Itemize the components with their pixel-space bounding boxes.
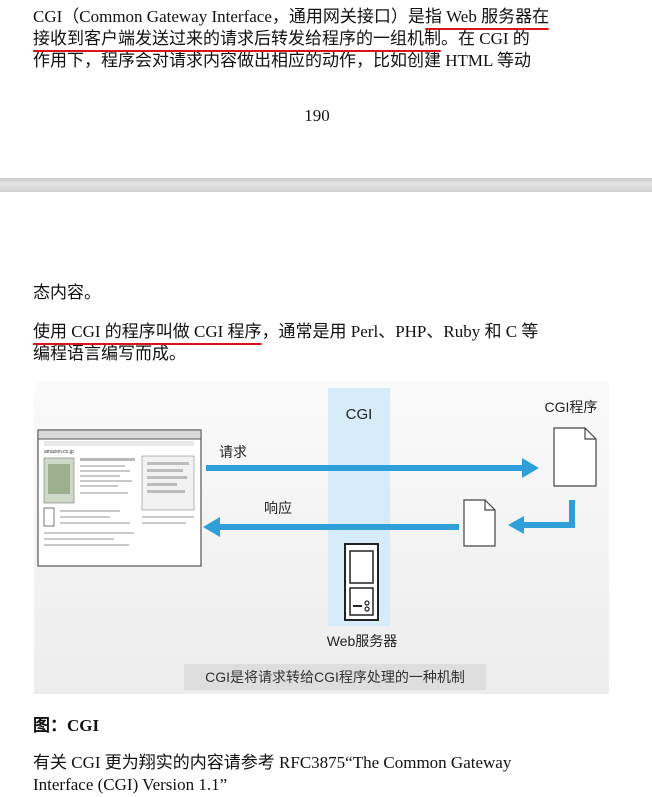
figure-banner: CGI是将请求转给CGI程序处理的一种机制 bbox=[205, 669, 465, 685]
highlighted-phrase: 指 Web 服务器在 bbox=[424, 7, 550, 26]
highlighted-phrase: 使用 CGI 的程序叫做 CGI 程序 bbox=[33, 322, 262, 341]
response-document-icon bbox=[463, 499, 496, 547]
response-arrow bbox=[219, 524, 459, 530]
web-server-label: Web服务器 bbox=[327, 633, 398, 649]
return-arrow bbox=[522, 500, 575, 528]
text-span: 有关 CGI 更为翔实的内容请参考 RFC3875“The Common Gat… bbox=[33, 753, 512, 772]
figure-banner-box bbox=[184, 664, 486, 690]
figure-caption: 图：CGI bbox=[33, 716, 100, 735]
request-arrow bbox=[206, 465, 524, 471]
reference-paragraph: 有关 CGI 更为翔实的内容请参考 RFC3875“The Common Gat… bbox=[33, 752, 608, 796]
web-server-icon bbox=[344, 543, 379, 621]
return-arrow-head bbox=[508, 516, 524, 534]
text-span: 。在 CGI 的 bbox=[441, 29, 530, 48]
continued-text: 态内容。 bbox=[33, 283, 101, 302]
highlighted-phrase: 接收到客户端发送过来的请求后转发给程序的一组机制 bbox=[33, 29, 441, 48]
request-arrow-head bbox=[522, 458, 539, 478]
cgi-program-label: CGI程序 bbox=[545, 399, 598, 415]
cgi-diagram: CGI amazon.co.jp bbox=[34, 382, 609, 694]
text-span: CGI（Common Gateway Interface，通用网关接口）是 bbox=[33, 7, 425, 26]
paragraph-cgi-definition: CGI（Common Gateway Interface，通用网关接口）是指 W… bbox=[33, 6, 608, 72]
response-arrow-head bbox=[203, 517, 220, 537]
svg-text:amazon.co.jp: amazon.co.jp bbox=[44, 449, 74, 455]
text-span: ，通常是用 Perl、PHP、Ruby 和 C 等 bbox=[261, 322, 539, 341]
text-span: 作用下，程序会对请求内容做出相应的动作，比如创建 HTML 等动 bbox=[33, 51, 532, 70]
browser-window-icon: amazon.co.jp bbox=[37, 429, 202, 567]
page-number: 190 bbox=[304, 106, 330, 125]
text-span: 编程语言编写而成。 bbox=[33, 344, 186, 363]
cgi-program-document-icon bbox=[553, 427, 597, 487]
cgi-column-label: CGI bbox=[346, 406, 373, 423]
response-label: 响应 bbox=[264, 500, 292, 516]
request-label: 请求 bbox=[219, 444, 247, 460]
page-separator bbox=[0, 178, 652, 192]
paragraph-cgi-program: 使用 CGI 的程序叫做 CGI 程序，通常是用 Perl、PHP、Ruby 和… bbox=[33, 321, 608, 365]
text-span: Interface (CGI) Version 1.1” bbox=[33, 775, 228, 794]
